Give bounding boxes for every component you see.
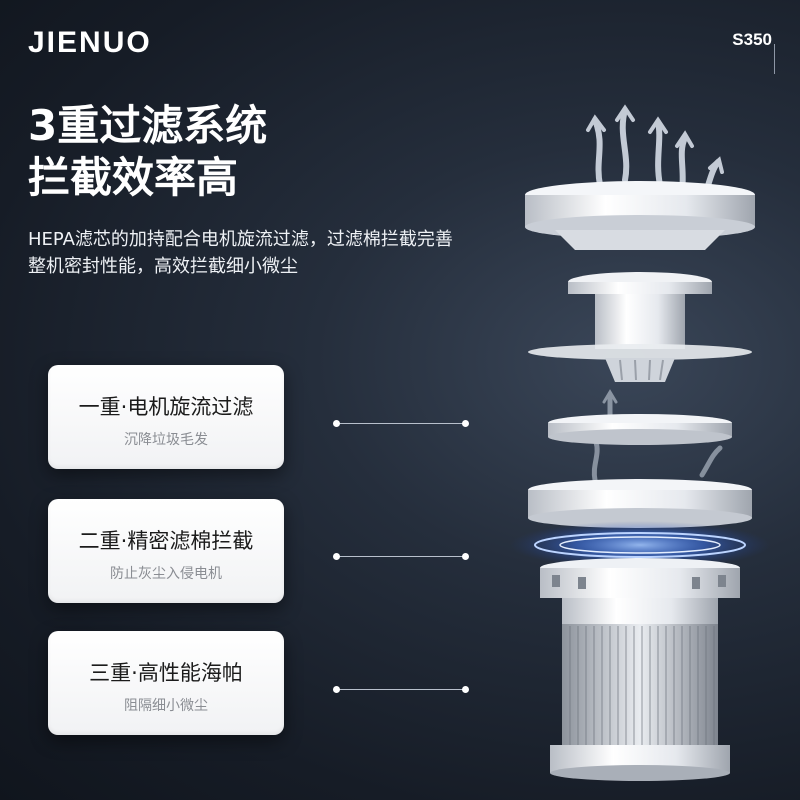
leader-dot <box>462 553 469 560</box>
page-title: 3重过滤系统 拦截效率高 <box>28 100 267 204</box>
filter-exploded-illustration <box>510 104 770 781</box>
stage-card-2: 二重·精密滤棉拦截 防止灰尘入侵电机 <box>48 499 284 603</box>
airflow-arrow-icon <box>591 389 723 483</box>
stage-card-3: 三重·高性能海帕 阻隔细小微尘 <box>48 631 284 735</box>
leader-line-1 <box>333 420 469 427</box>
model-number: S350 <box>732 30 772 49</box>
leader-dot <box>462 420 469 427</box>
leader-line-2 <box>333 553 469 560</box>
stage-2-title: 二重·精密滤棉拦截 <box>78 529 254 553</box>
title-line-2: 拦截效率高 <box>28 153 239 202</box>
stage-1-title: 一重·电机旋流过滤 <box>78 395 254 419</box>
stage-3-subtitle: 阻隔细小微尘 <box>124 698 208 714</box>
stage-3-title: 三重·高性能海帕 <box>89 661 243 685</box>
title-line-1: 3重过滤系统 <box>28 101 268 150</box>
description-text: HEPA滤芯的加持配合电机旋流过滤，过滤棉拦截完善整机密封性能，高效拦截细小微尘 <box>28 229 453 277</box>
stage-card-1: 一重·电机旋流过滤 沉降垃圾毛发 <box>48 365 284 469</box>
leader-dot <box>333 686 340 693</box>
brand-logo: JIENUO <box>28 26 152 59</box>
leader-dot <box>333 553 340 560</box>
leader-line-3 <box>333 686 469 693</box>
divider-line <box>774 44 775 74</box>
stage-1-subtitle: 沉降垃圾毛发 <box>124 432 208 448</box>
swirl-ring-icon <box>510 521 770 569</box>
stage-2-subtitle: 防止灰尘入侵电机 <box>110 566 222 582</box>
leader-dot <box>462 686 469 693</box>
leader-dot <box>333 420 340 427</box>
